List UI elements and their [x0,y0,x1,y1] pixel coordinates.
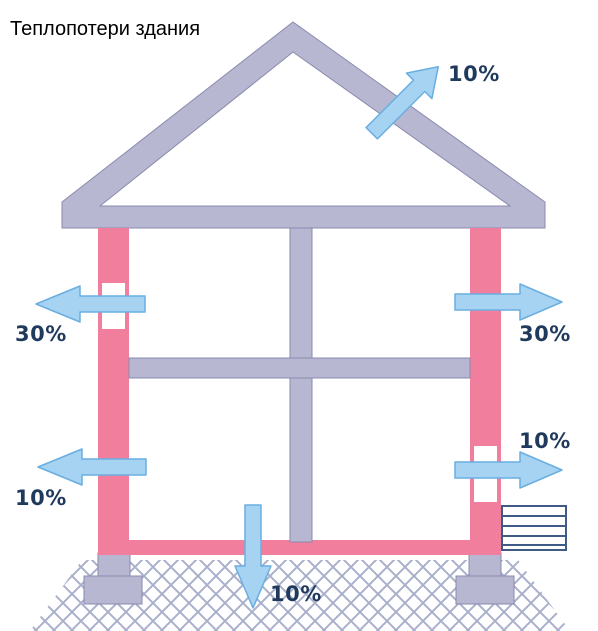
label-floor: 10% [270,582,322,606]
label-roof: 10% [448,62,500,86]
interior-post [289,227,313,543]
label-right-upper: 30% [519,322,571,346]
interior-beam [128,357,471,379]
arrow-right-upper-icon [454,283,563,321]
label-left-upper: 30% [15,322,67,346]
arrow-roof-icon [365,66,439,140]
label-right-lower: 10% [519,429,571,453]
foundation-left [83,552,143,605]
arrow-left-upper-icon [35,285,146,323]
foundation-right [455,552,515,605]
vent-grille-icon [501,505,567,551]
arrow-left-lower-icon [37,448,147,486]
arrow-floor-icon [234,504,272,609]
left-wall [98,228,129,553]
page-title: Теплопотери здания [10,18,201,40]
arrow-right-lower-icon [454,451,563,489]
right-wall [470,228,501,553]
label-left-lower: 10% [15,486,67,510]
ground-hatch-icon [30,560,570,631]
floor-slab [98,540,501,555]
roof-frame [61,21,546,229]
